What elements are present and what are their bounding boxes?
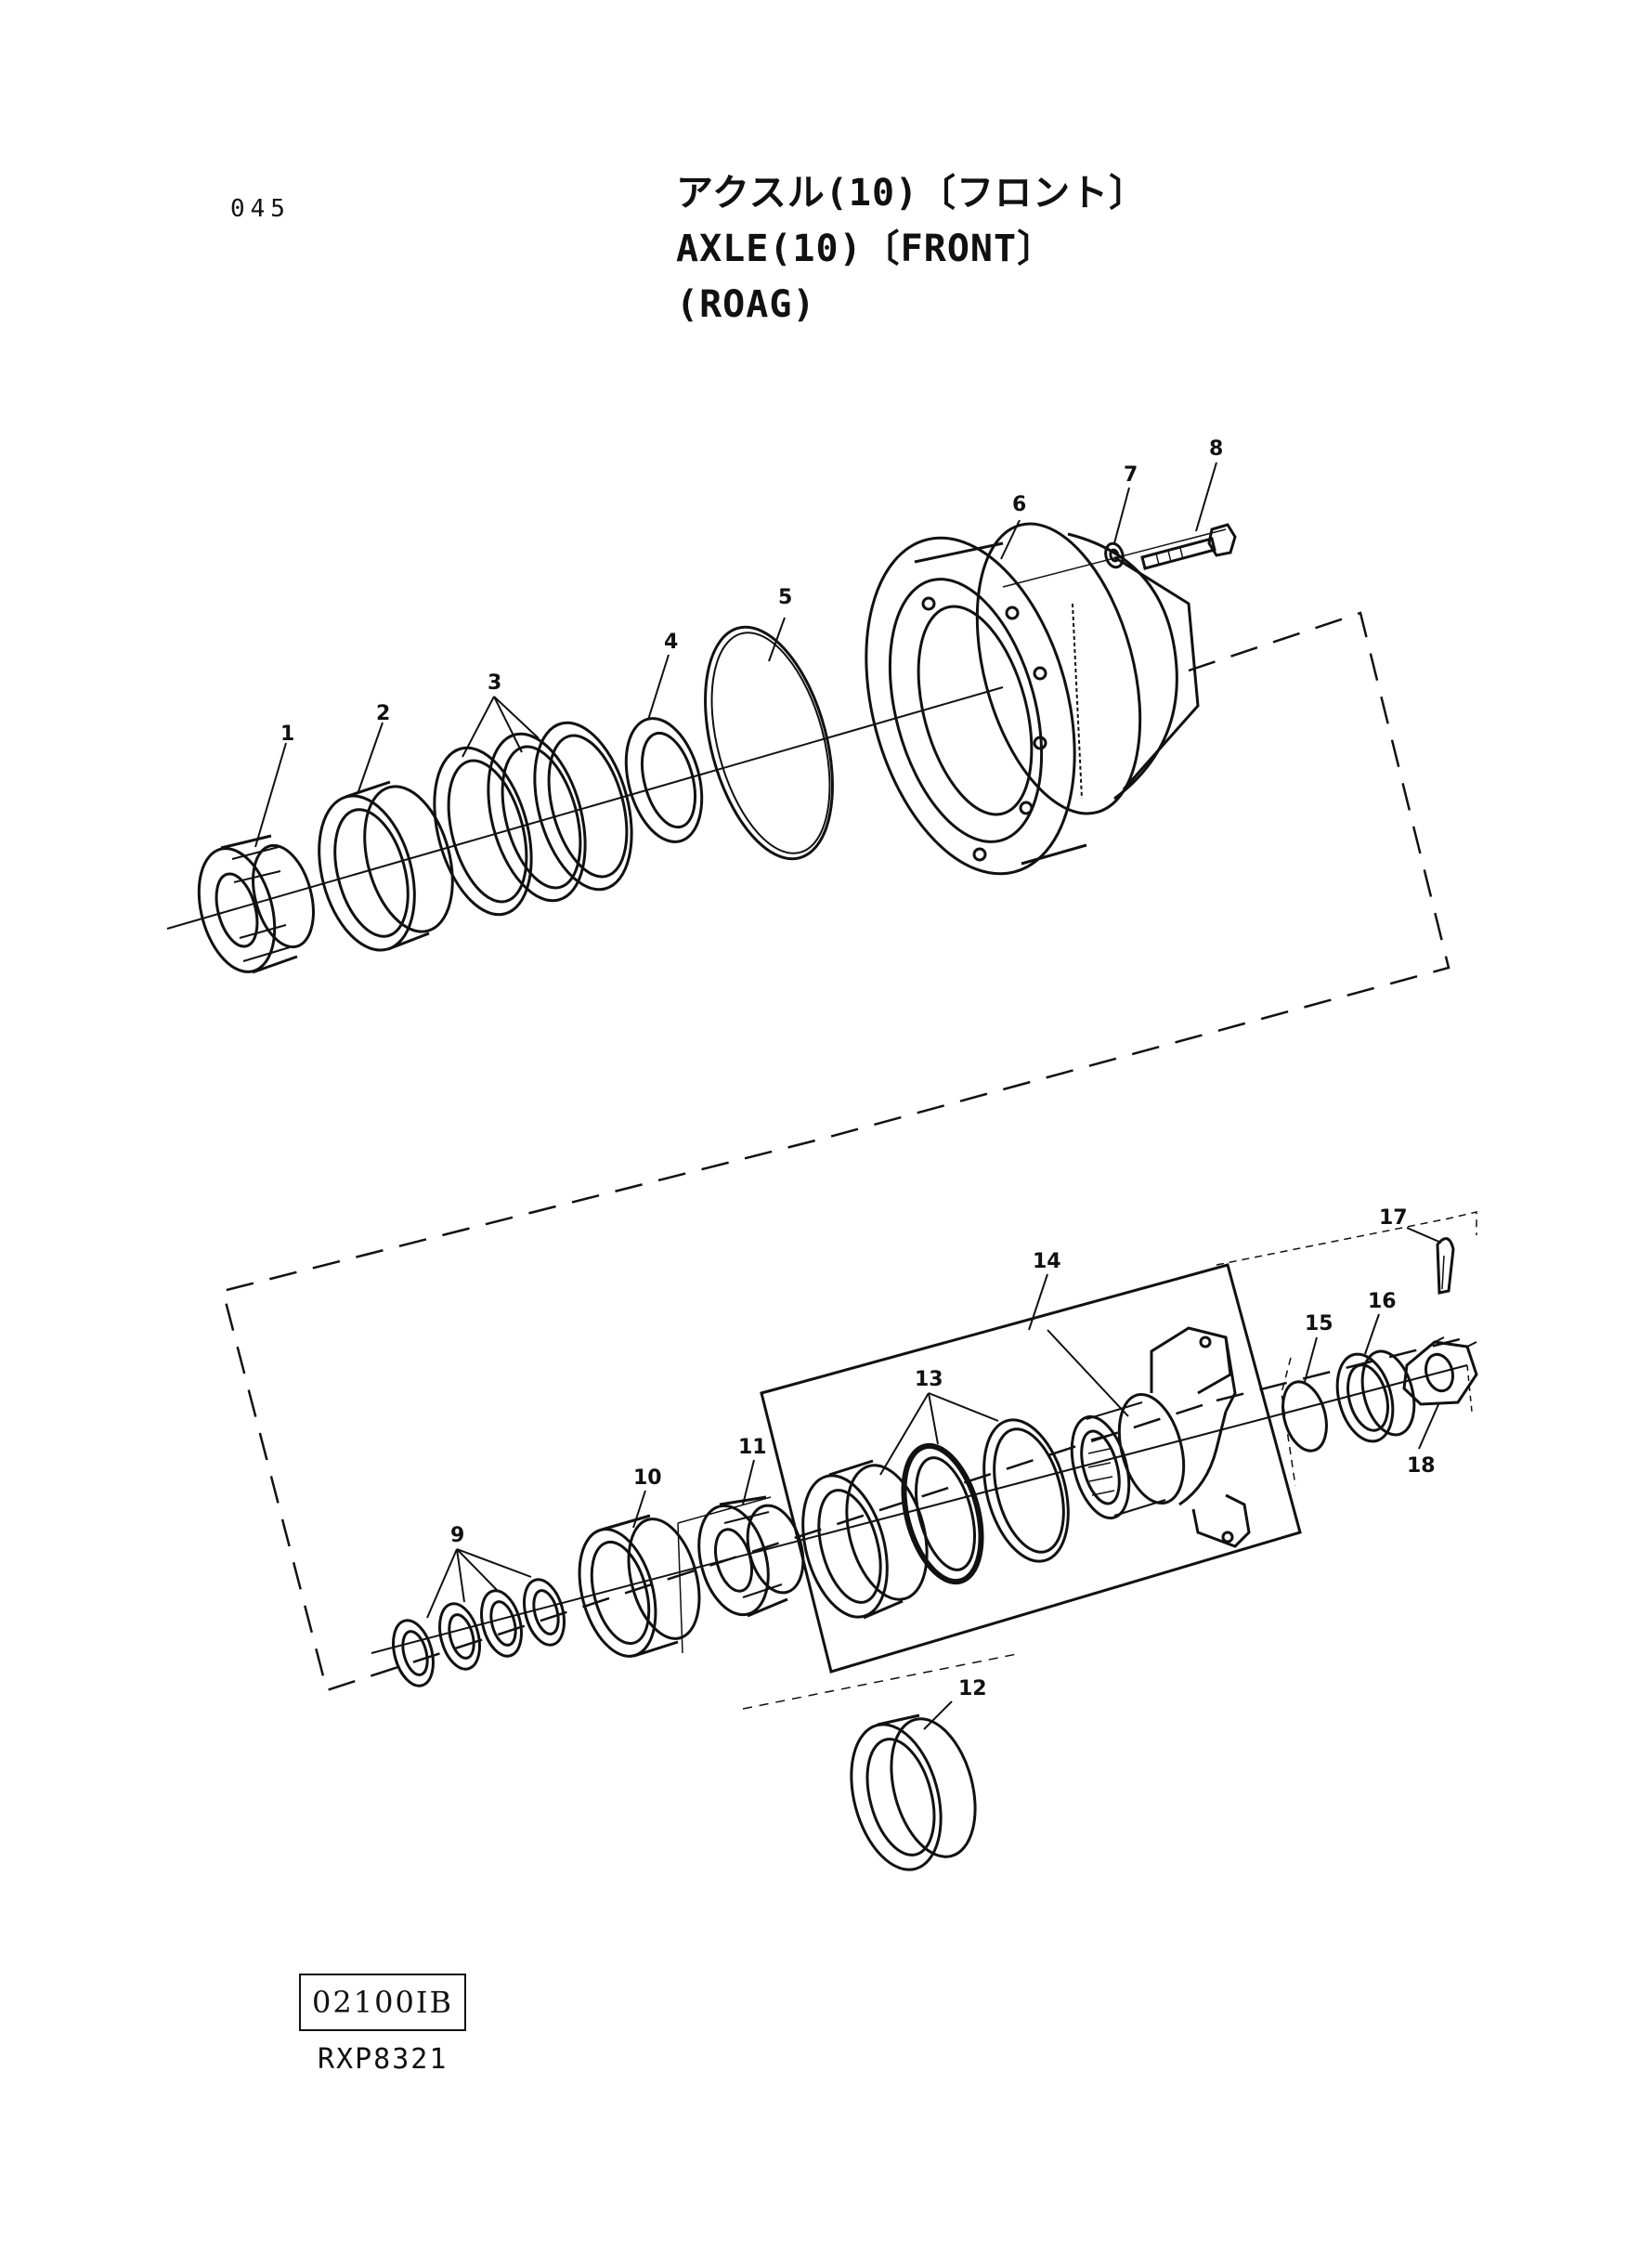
part-4-spacer-ring-icon [624,717,704,843]
callout-8: 8 [1209,437,1223,461]
callout-9: 9 [450,1524,464,1547]
callout-2: 2 [376,702,390,725]
callout-7: 7 [1124,463,1138,487]
callout-16: 16 [1368,1290,1397,1313]
callout-10: 10 [633,1466,662,1490]
title-japanese: アクスル(10)〔フロント〕 [676,172,1148,215]
part-3-shim-ring-icon [433,721,633,917]
page-number: 045 [230,195,291,223]
dashed-connector-frame [221,611,1450,1692]
part-1-tapered-roller-bearing-icon [197,834,315,974]
part-16-washer-icon [1335,1349,1416,1443]
drawing-number: RXP8321 [318,2043,449,2076]
part-8-bolt-icon [1140,523,1237,570]
callout-15: 15 [1305,1312,1333,1335]
upper-axis-line [166,686,1004,930]
callout-3: 3 [488,671,501,695]
part-14-kit-frame [760,1263,1302,1674]
title-english: AXLE(10)〔FRONT〕 [676,228,1056,270]
title-model: (ROAG) [676,283,816,326]
bolt-axis-line [1002,528,1227,588]
part-14-yoke-flange-icon [1070,1326,1251,1548]
callout-18: 18 [1407,1454,1436,1478]
callout-17: 17 [1379,1206,1408,1230]
part-12-dashed-guide [742,1652,1022,1710]
callout-1: 1 [280,723,294,746]
catalog-code-box: 02100IB [299,1974,466,2031]
bearing-11-bracket [677,1522,683,1654]
callout-labels: 1 2 3 4 5 6 7 8 9 10 11 12 13 14 15 16 1… [280,437,1436,1700]
part-5-o-ring-icon [704,625,834,861]
part-12-seal-ring-icon [850,1713,977,1871]
part-9-shim-washer-icon [392,1578,566,1687]
title-block: アクスル(10)〔フロント〕 AXLE(10)〔FRONT〕 (ROAG) [676,165,1147,332]
callout-5: 5 [778,586,792,609]
bearing-11-top-line [677,1496,772,1524]
part-2-bearing-cup-icon [318,780,454,952]
leader-lines [254,462,1442,1730]
callout-13: 13 [915,1368,943,1391]
callout-14: 14 [1033,1250,1061,1273]
part-18-dashed-guide [1466,1364,1473,1413]
part-13-seal-set-icon [801,1418,1070,1620]
part-18-castle-nut-icon [1402,1336,1478,1406]
part-15-o-ring-icon [1281,1380,1328,1453]
callout-6: 6 [1012,493,1026,516]
part-10-bearing-cup-icon [578,1514,701,1658]
part-17-cotter-pin-icon [1436,1237,1455,1295]
callout-4: 4 [664,631,678,654]
part-17-dashed-guide [1216,1211,1477,1266]
part-7-washer-icon [1104,541,1125,569]
callout-11: 11 [738,1436,767,1459]
callout-12: 12 [958,1677,987,1700]
